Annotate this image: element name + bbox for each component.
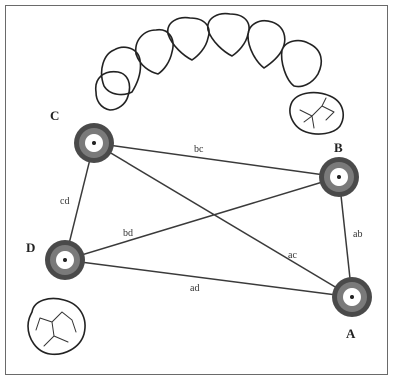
tooth-5 (248, 21, 285, 68)
molar-lower-left-fissures (36, 312, 76, 346)
edge-label-ab: ab (353, 229, 362, 240)
edge-label-bd: bd (123, 228, 133, 239)
tooth-4 (208, 14, 249, 56)
dental-arch (96, 14, 343, 134)
molar-upper-right-fissures (300, 98, 334, 128)
marker-b (319, 157, 359, 197)
point-label-b: B (334, 140, 343, 155)
edge-label-bc: bc (194, 144, 204, 155)
tooth-2 (136, 30, 173, 74)
edge-ac (94, 143, 352, 297)
molar-lower-left (28, 299, 85, 355)
tooth-3 (168, 18, 209, 60)
edges (65, 143, 352, 297)
marker-d (45, 240, 85, 280)
edge-ad (65, 260, 352, 297)
point-label-d: D (26, 240, 35, 255)
edge-label-ad: ad (190, 283, 199, 294)
point-label-a: A (346, 326, 356, 341)
edge-bd (65, 177, 339, 260)
tooth-7 (96, 72, 130, 110)
edge-label-cd: cd (60, 196, 69, 207)
molar-upper-right (290, 93, 343, 134)
tooth-1 (102, 47, 141, 94)
marker-a (332, 277, 372, 317)
molar-lower-left-outline (28, 299, 85, 355)
edge-bc (94, 143, 339, 177)
marker-c (74, 123, 114, 163)
tooth-6 (282, 41, 322, 87)
edge-label-ac: ac (288, 250, 297, 261)
landmark-markers (45, 123, 372, 317)
point-label-c: C (50, 108, 59, 123)
